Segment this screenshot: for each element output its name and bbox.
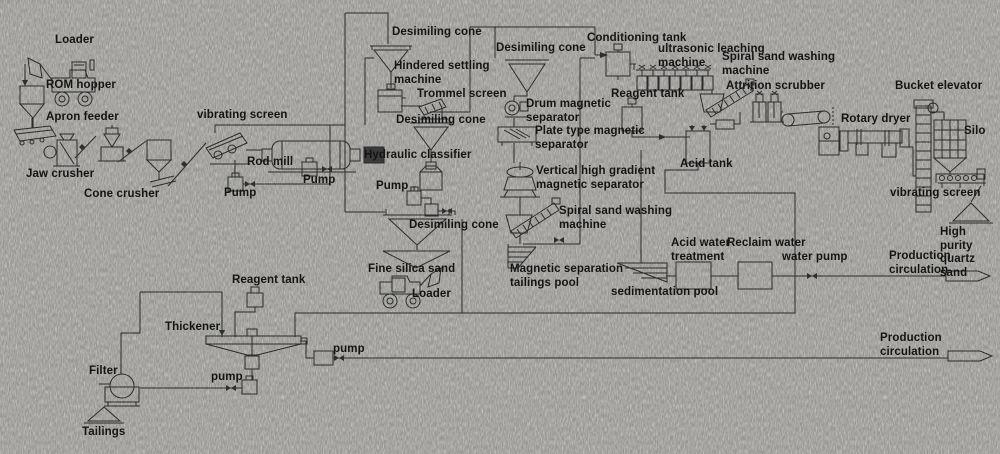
vibrating-screen-right-icon [935,168,986,188]
conditioning-tank-icon [605,43,631,80]
rod-mill-icon [261,140,385,173]
filter-icon [99,373,140,407]
vibrating-screen-left-icon [205,132,250,165]
spiral-sand-washer-top-icon [699,78,755,118]
spiral-sand-washer-mid-icon [505,197,561,239]
acid-tank-icon [685,130,711,164]
drum-magnetic-separator-icon [504,100,529,118]
surge-hopper-icon [145,139,177,188]
thickener-icon [205,328,308,370]
apron-feeder-icon [13,125,57,146]
desimiling-cone-3-icon [382,209,452,269]
reagent-tank-bottom-icon [246,286,264,308]
hindered-settling-machine-icon [377,83,406,113]
bucket-elevator-icon [913,99,939,213]
vhg-magnetic-separator-icon [500,162,540,198]
reagent-tank-right-icon [621,97,643,132]
flow-lines [24,12,982,389]
cone-crusher-icon [98,125,126,162]
trommel-screen-icon [418,98,448,120]
plate-magnetic-separator-icon [497,126,537,146]
pump-icons [227,157,422,395]
jaw-crusher-icon [43,133,80,167]
rotary-dryer-icon [818,126,910,158]
sedimentation-pool-icon [616,262,668,283]
flow-arrow-top-icon [945,270,992,282]
desimiling-cone-4-icon [505,59,549,93]
desimiling-cone-1-icon [370,45,412,73]
acid-dosing-box-icon [715,119,735,130]
high-purity-stockpile-icon [949,202,993,224]
desimiling-cone-2-icon [410,122,452,151]
hydraulic-classifier-icon [419,161,443,217]
ultrasonic-leaching-machine-icon [636,64,714,91]
loader-icon [27,57,96,107]
tailings-stockpile-icon [84,406,124,424]
reclaim-water-box-icon [737,261,773,290]
silo-icon [932,119,968,173]
loader-bottom-icon [379,267,442,309]
valve-and-arrow-marks [22,52,817,391]
acid-water-treatment-box-icon [675,261,712,290]
attrition-scrubber-icon [750,90,784,123]
belt-conveyor-icon [781,110,831,127]
rom-hopper-icon [18,85,46,128]
flow-arrow-bottom-icon [947,350,994,362]
magnetic-tailings-pool-icon [507,244,537,269]
